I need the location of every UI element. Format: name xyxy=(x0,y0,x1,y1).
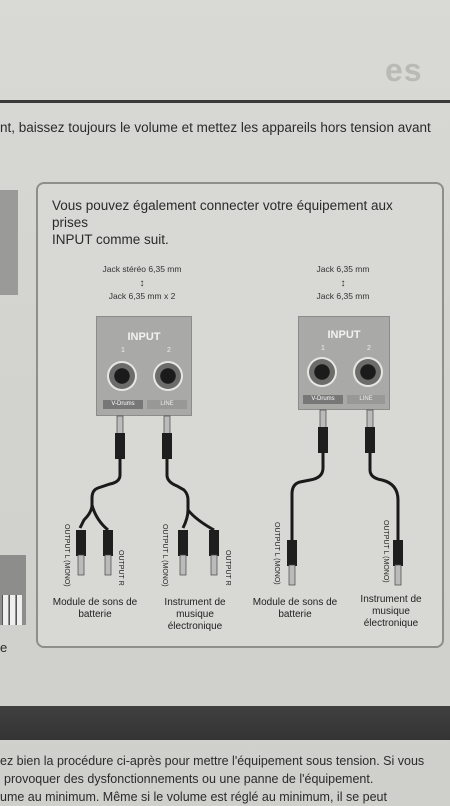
right-plug-1 xyxy=(318,409,328,453)
left-plug-label-4: OUTPUT R xyxy=(224,550,231,586)
right-cable-1 xyxy=(290,453,325,540)
right-caption-top: Jack 6,35 mm xyxy=(316,264,370,274)
right-plate-vdrums: V-Drums xyxy=(303,395,343,404)
left-bottom-plug-1 xyxy=(76,530,86,576)
left-plug-label-2: OUTPUT R xyxy=(117,550,124,586)
left-bottom-plug-2 xyxy=(103,530,113,576)
right-jack2-number: 2 xyxy=(367,345,371,352)
note-text: Vous pouvez également connecter votre éq… xyxy=(52,197,432,248)
right-jack1-number: 1 xyxy=(321,345,325,352)
right-input-jack-2 xyxy=(353,357,383,387)
left-text-fragment: e xyxy=(0,640,8,655)
left-bottom-plug-4 xyxy=(209,530,219,576)
left-input-panel: INPUT 1 2 V-Drums LINE xyxy=(96,316,192,416)
left-y-cable-1 xyxy=(78,459,122,532)
note-text-line-1: Vous pouvez également connecter votre éq… xyxy=(52,198,393,230)
left-plug-label-3: OUTPUT L (MONO) xyxy=(161,524,168,587)
left-plate-vdrums: V-Drums xyxy=(103,400,143,409)
bottom-text-line-3: ume au minimum. Même si le volume est ré… xyxy=(0,790,387,804)
left-caption-top: Jack stéréo 6,35 mm xyxy=(102,264,182,274)
right-panel-title: INPUT xyxy=(327,329,361,341)
bottom-text-line-2: provoquer des dysfonctionnements ou une … xyxy=(4,772,374,786)
left-input-jack-2 xyxy=(153,361,183,391)
right-input-panel: INPUT 1 2 V-Drums LINE xyxy=(298,316,390,410)
left-plate-line: LINE xyxy=(147,400,187,409)
left-arrow: ↕ xyxy=(139,278,145,289)
left-y-cable-2 xyxy=(165,459,215,532)
right-plug-label-2: OUTPUT L (MONO) xyxy=(382,520,389,583)
right-cable-2 xyxy=(368,453,400,540)
left-device-label-2: Instrument de musique électronique xyxy=(164,597,226,632)
right-arrow: ↕ xyxy=(340,278,346,289)
right-input-jack-1 xyxy=(307,357,337,387)
section-title-fragment: es xyxy=(385,52,423,88)
right-bottom-plug-1 xyxy=(287,540,297,586)
bottom-text-line-1: ez bien la procédure ci-après pour mettr… xyxy=(0,754,425,768)
bottom-text: ez bien la procédure ci-après pour mettr… xyxy=(0,752,450,806)
left-device-label-1: Module de sons de batterie xyxy=(52,597,138,620)
keyboard-figure-fragment xyxy=(0,555,26,625)
left-bottom-plug-3 xyxy=(178,530,188,576)
right-plate-line: LINE xyxy=(347,395,385,404)
right-caption-bottom: Jack 6,35 mm xyxy=(316,291,370,301)
section-band xyxy=(0,706,450,740)
left-plug-1 xyxy=(115,415,125,459)
left-panel-title: INPUT xyxy=(127,331,161,343)
left-figure-fragment xyxy=(0,190,18,295)
left-caption-bottom: Jack 6,35 mm x 2 xyxy=(108,291,176,301)
right-device-label-2: Instrument de musique électronique xyxy=(360,594,422,629)
right-plug-label-1: OUTPUT L (MONO) xyxy=(273,522,280,585)
right-device-label-1: Module de sons de batterie xyxy=(252,597,338,620)
right-plug-2 xyxy=(365,409,375,453)
right-bottom-plug-2 xyxy=(393,540,403,586)
left-plug-2 xyxy=(162,415,172,459)
header-rule xyxy=(0,100,450,103)
intro-text-line: nt, baissez toujours le volume et mettez… xyxy=(0,120,431,135)
left-jack2-number: 2 xyxy=(167,347,171,354)
left-plug-label-1: OUTPUT L (MONO) xyxy=(63,524,70,587)
left-input-jack-1 xyxy=(107,361,137,391)
left-jack1-number: 1 xyxy=(121,347,125,354)
note-text-line-2: INPUT comme suit. xyxy=(52,232,169,247)
